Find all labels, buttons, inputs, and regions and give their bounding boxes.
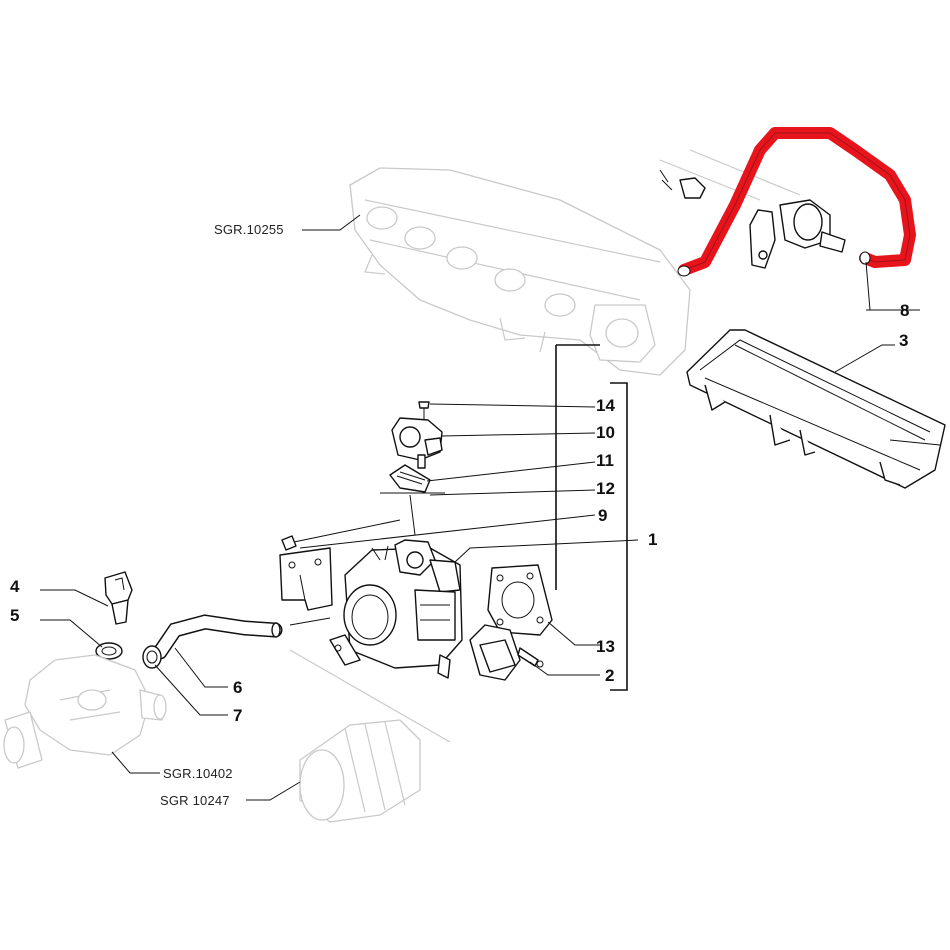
air-intake-hose-ghost: [289, 649, 451, 823]
label-2: 2: [605, 666, 614, 685]
label-10: 10: [596, 423, 615, 442]
ref-thermostat-housing: SGR.10402: [163, 766, 233, 781]
temp-sensor-part-4: [104, 571, 133, 625]
oring-part-5: [95, 642, 123, 660]
flange-gasket-part-13: [487, 564, 553, 636]
label-14: 14: [596, 396, 615, 415]
label-9: 9: [598, 506, 607, 525]
position-sensor-part-2: [469, 624, 544, 681]
hose-part-6: [152, 614, 283, 660]
label-1: 1: [648, 530, 657, 549]
callout-labels: 1 2 3 4 5 6 7 8 9 10 11 12 13 14: [10, 301, 909, 725]
idle-valve-part-10: [391, 417, 443, 469]
leader-lines: [40, 214, 920, 801]
clamp-part-7: [142, 645, 162, 669]
intake-manifold-ghost: [349, 167, 691, 376]
label-4: 4: [10, 577, 20, 596]
ref-intake-hose: SGR 10247: [160, 793, 230, 808]
gasket-part-11: [389, 464, 431, 493]
label-7: 7: [233, 706, 242, 725]
label-12: 12: [596, 479, 615, 498]
group-bracket: [555, 344, 628, 691]
label-5: 5: [10, 606, 19, 625]
bolt-part-9: [281, 519, 401, 551]
label-6: 6: [233, 678, 242, 697]
label-3: 3: [899, 331, 908, 350]
reference-labels: SGR.10255 SGR.10402 SGR 10247: [160, 222, 284, 808]
label-13: 13: [596, 637, 615, 656]
label-11: 11: [596, 451, 614, 470]
top-right-bracket: [659, 149, 846, 269]
ref-intake-manifold: SGR.10255: [214, 222, 284, 237]
throttle-body-part-1: [289, 539, 463, 679]
thermostat-housing-ghost: [3, 654, 167, 769]
fuel-rail-cover: [686, 329, 946, 489]
bracket-plate: [279, 547, 333, 611]
screw-part-14: [418, 401, 430, 420]
highlighted-hose: [677, 127, 916, 277]
label-8: 8: [900, 301, 909, 320]
